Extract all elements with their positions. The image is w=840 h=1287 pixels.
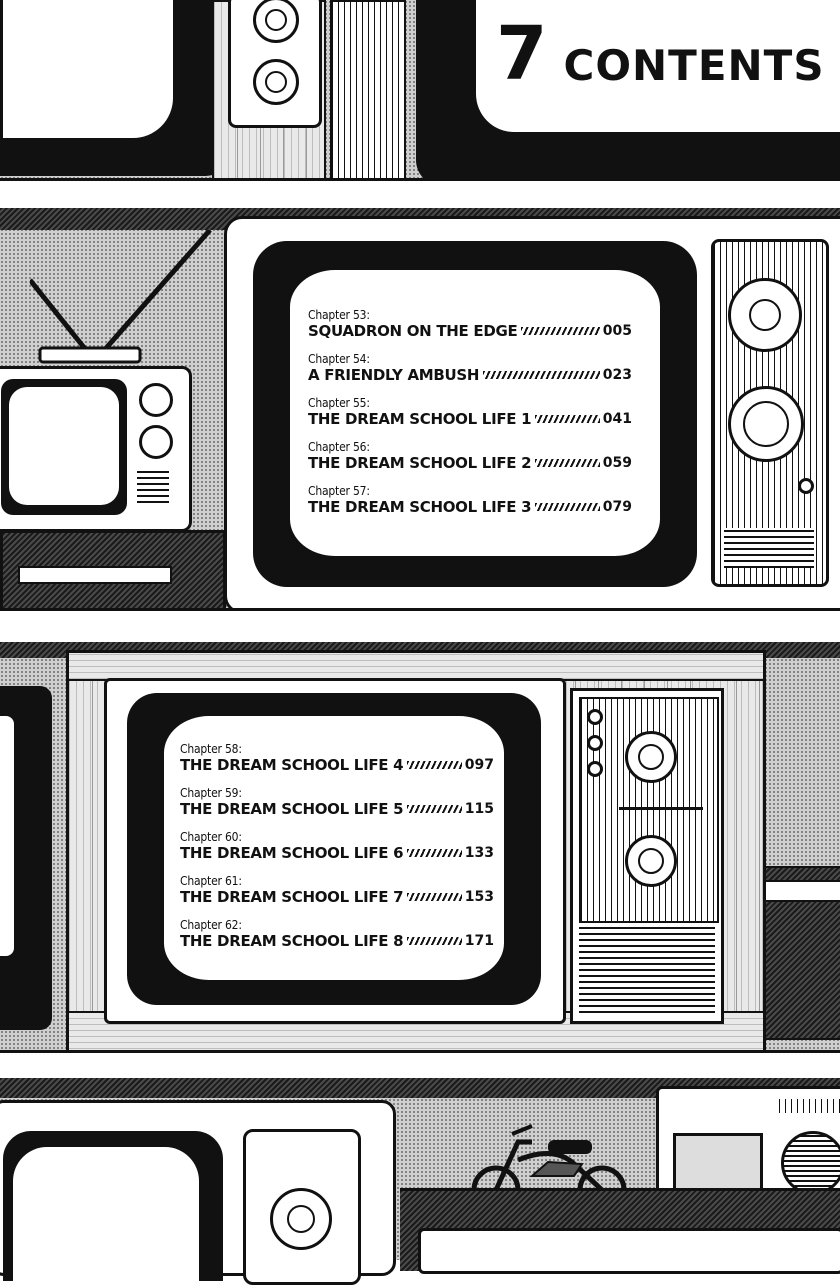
page-number: 153: [464, 889, 494, 905]
chapter-title: A FRIENDLY AMBUSH: [308, 366, 480, 384]
tv-knob-icon: [139, 425, 173, 459]
toc-entry[interactable]: Chapter 55: THE DREAM SCHOOL LIFE 1 041: [308, 396, 632, 428]
chapter-label: Chapter 54:: [308, 352, 370, 366]
chapter-title: THE DREAM SCHOOL LIFE 6: [180, 844, 404, 862]
chapter-label: Chapter 59:: [180, 786, 242, 800]
leader-line: [407, 761, 462, 769]
volume-number: 7: [496, 11, 548, 97]
toc-entry[interactable]: Chapter 53: SQUADRON ON THE EDGE 005: [308, 308, 632, 340]
toc-entry[interactable]: Chapter 54: A FRIENDLY AMBUSH 023: [308, 352, 632, 384]
leader-line: [407, 937, 462, 945]
leader-line: [535, 503, 600, 511]
tv-knob-icon: [625, 835, 677, 887]
chapter-title: THE DREAM SCHOOL LIFE 1: [308, 410, 532, 428]
chapter-title: THE DREAM SCHOOL LIFE 3: [308, 498, 532, 516]
toc-entry[interactable]: Chapter 57: THE DREAM SCHOOL LIFE 3 079: [308, 484, 632, 516]
shelf-gap-2: [0, 624, 840, 642]
indicator-light: [587, 709, 603, 725]
chapter-label: Chapter 60:: [180, 830, 242, 844]
page-number: 059: [602, 455, 632, 471]
control-panel-upper: [711, 239, 829, 587]
chapter-title: SQUADRON ON THE EDGE: [308, 322, 518, 340]
contents-heading: 7 CONTENTS: [496, 16, 825, 92]
speaker-grille-icon: [137, 467, 169, 503]
leader-line: [535, 415, 600, 423]
leader-line: [483, 371, 600, 379]
toc-entry[interactable]: Chapter 62: THE DREAM SCHOOL LIFE 8 171: [180, 918, 494, 950]
tv-knob-icon: [270, 1188, 332, 1250]
indicator-light: [798, 478, 814, 494]
leader-line: [407, 893, 462, 901]
chapter-label: Chapter 61:: [180, 874, 242, 888]
leader-line: [407, 849, 462, 857]
chapter-label: Chapter 53:: [308, 308, 370, 322]
tv-knob-icon: [253, 59, 299, 105]
chapter-title: THE DREAM SCHOOL LIFE 7: [180, 888, 404, 906]
tv-upper-main: [224, 216, 840, 614]
chapter-title: THE DREAM SCHOOL LIFE 2: [308, 454, 532, 472]
leader-line: [521, 327, 600, 335]
tv-small-left: [0, 366, 192, 532]
leader-line: [407, 805, 462, 813]
control-panel-top: [228, 0, 322, 128]
chapter-label: Chapter 62:: [180, 918, 242, 932]
shelf-gap-1: [0, 192, 840, 208]
page-number: 079: [602, 499, 632, 515]
contents-title: CONTENTS: [563, 41, 825, 90]
speaker-grille-icon: [330, 0, 406, 186]
screen-bezel-upper: [253, 241, 697, 587]
page-number: 023: [602, 367, 632, 383]
page-number: 171: [464, 933, 494, 949]
speaker-grille-icon: [579, 927, 715, 1013]
page-number: 097: [464, 757, 494, 773]
toc-entry[interactable]: Chapter 60: THE DREAM SCHOOL LIFE 6 133: [180, 830, 494, 862]
leader-line: [535, 459, 600, 467]
page-number: 005: [602, 323, 632, 339]
shelf-gap-3: [0, 1066, 840, 1078]
chapter-title: THE DREAM SCHOOL LIFE 5: [180, 800, 404, 818]
tv-bottom-left: [0, 1100, 396, 1287]
tv-knob-icon: [728, 386, 804, 462]
chapter-label: Chapter 58:: [180, 742, 242, 756]
speaker-grille-icon: [724, 528, 814, 568]
toc-entry[interactable]: Chapter 56: THE DREAM SCHOOL LIFE 2 059: [308, 440, 632, 472]
screen-upper: [287, 267, 663, 559]
tv-top-left: [0, 0, 226, 176]
antenna-icon: [28, 228, 230, 370]
shelf-shadow-4: [0, 1078, 840, 1098]
tv-knob-icon: [253, 0, 299, 43]
chapter-title: THE DREAM SCHOOL LIFE 8: [180, 932, 404, 950]
tv-knob-icon: [728, 278, 802, 352]
chapter-label: Chapter 55:: [308, 396, 370, 410]
toc-entry[interactable]: Chapter 59: THE DREAM SCHOOL LIFE 5 115: [180, 786, 494, 818]
indicator-light: [587, 735, 603, 751]
page-number: 041: [602, 411, 632, 427]
toc-entry[interactable]: Chapter 58: THE DREAM SCHOOL LIFE 4 097: [180, 742, 494, 774]
control-panel-lower: [570, 688, 724, 1024]
page-number: 133: [464, 845, 494, 861]
tv-top-right: [416, 0, 840, 186]
indicator-light: [587, 761, 603, 777]
tv-knob-icon: [139, 383, 173, 417]
chapter-label: Chapter 56:: [308, 440, 370, 454]
page-number: 115: [464, 801, 494, 817]
tv-edge-left: [0, 686, 52, 1030]
toc-entry[interactable]: Chapter 61: THE DREAM SCHOOL LIFE 7 153: [180, 874, 494, 906]
chapter-label: Chapter 57:: [308, 484, 370, 498]
screen-frame-lower: [104, 678, 566, 1024]
chapter-title: THE DREAM SCHOOL LIFE 4: [180, 756, 404, 774]
screen-bezel-lower: [127, 693, 541, 1005]
tv-knob-icon: [625, 731, 677, 783]
